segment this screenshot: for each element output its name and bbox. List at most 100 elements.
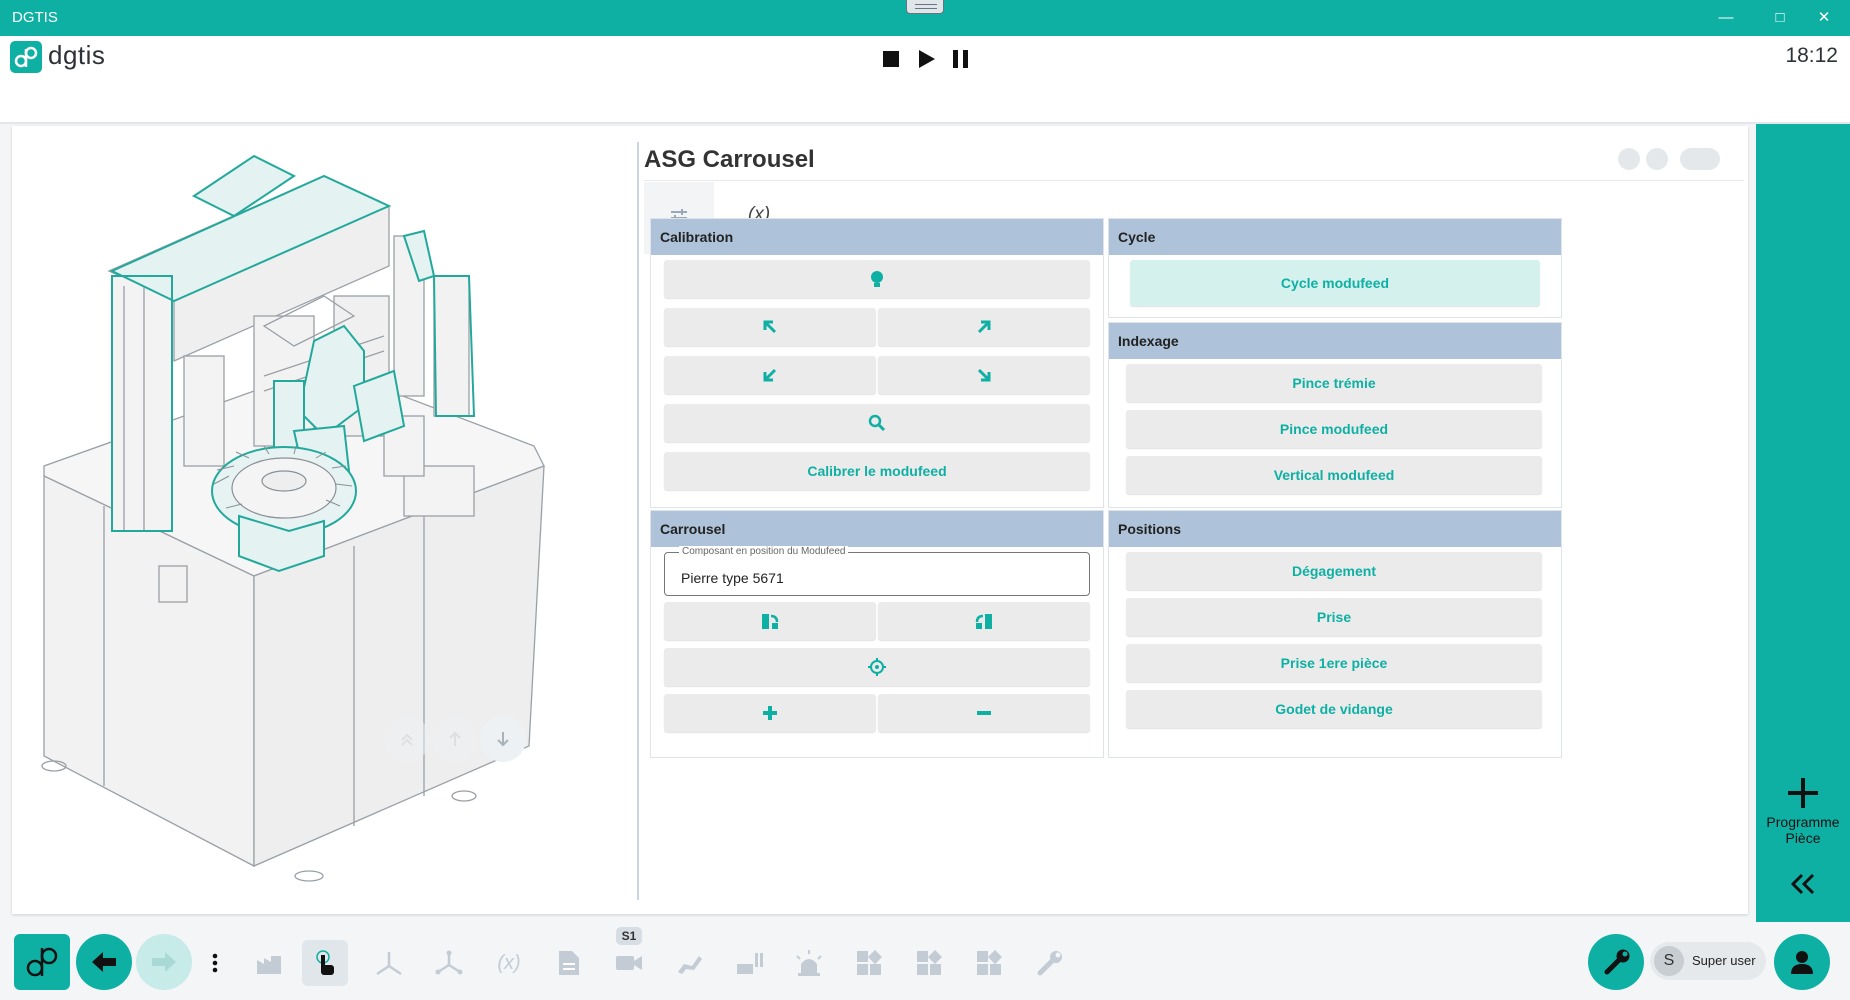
- minus-icon: [977, 711, 991, 715]
- stop-button[interactable]: [878, 46, 904, 72]
- arrow-down-left-icon: [763, 368, 777, 382]
- move-top-left-button[interactable]: [664, 308, 876, 346]
- component-position-label: Composant en position du Modufeed: [679, 546, 849, 557]
- variables-button[interactable]: (x): [497, 951, 521, 974]
- pince-modufeed-button[interactable]: Pince modufeed: [1126, 410, 1542, 448]
- add-program-button[interactable]: [1786, 776, 1820, 810]
- bottom-toolbar: (x) S1 S Super user: [0, 922, 1850, 1000]
- settings-toggle[interactable]: [1680, 148, 1720, 170]
- home-logo-button[interactable]: [14, 934, 70, 990]
- clock: 18:12: [1785, 44, 1838, 67]
- window-titlebar: DGTIS — □ ✕: [0, 0, 1850, 36]
- maximize-button[interactable]: □: [1775, 9, 1785, 26]
- touch-mode-button[interactable]: [302, 940, 348, 986]
- play-button[interactable]: [913, 46, 939, 72]
- document-icon: [559, 951, 579, 975]
- edit-pencil-icon[interactable]: [1646, 148, 1668, 170]
- modules-button-1[interactable]: [850, 944, 888, 982]
- widgets-icon: [917, 950, 942, 975]
- axes-3d-button[interactable]: [430, 944, 468, 982]
- alarm-light-icon: [796, 950, 822, 976]
- light-button[interactable]: [664, 260, 1090, 298]
- search-button[interactable]: [664, 404, 1090, 442]
- arrow-left-icon: [92, 952, 116, 972]
- alarm-button[interactable]: [790, 944, 828, 982]
- wrench-icon: [1604, 949, 1630, 975]
- move-bottom-right-button[interactable]: [878, 356, 1090, 394]
- degagement-button[interactable]: Dégagement: [1126, 552, 1542, 590]
- collapse-sidebar-button[interactable]: [1788, 872, 1818, 896]
- godet-vidange-button[interactable]: Godet de vidange: [1126, 690, 1542, 728]
- widgets-icon: [857, 950, 882, 975]
- user-chip[interactable]: S Super user: [1650, 942, 1766, 980]
- component-position-value: Pierre type 5671: [681, 570, 784, 586]
- close-button[interactable]: ✕: [1817, 9, 1831, 26]
- more-vertical-icon: [212, 953, 218, 973]
- drag-handle[interactable]: [906, 0, 944, 14]
- minimize-button[interactable]: —: [1718, 9, 1734, 26]
- arrow-down-button[interactable]: [480, 716, 526, 762]
- widgets-icon: [977, 950, 1002, 975]
- vertical-modufeed-button[interactable]: Vertical modufeed: [1126, 456, 1542, 494]
- modules-button-3[interactable]: [970, 944, 1008, 982]
- maintenance-button[interactable]: [1588, 934, 1644, 990]
- cycle-modufeed-button[interactable]: Cycle modufeed: [1130, 260, 1540, 306]
- back-button[interactable]: [76, 934, 132, 990]
- rotate-right-icon: [975, 614, 992, 629]
- plus-icon: [1788, 778, 1818, 808]
- camera-button[interactable]: [610, 944, 648, 982]
- axes-icon: [376, 952, 402, 976]
- move-up-double-button[interactable]: [384, 716, 430, 762]
- forward-button[interactable]: [136, 934, 192, 990]
- arrow-up-icon[interactable]: [1618, 148, 1640, 170]
- panel-divider: [637, 142, 639, 900]
- machine-3d-view[interactable]: [24, 136, 644, 906]
- calibrate-modufeed-button[interactable]: Calibrer le modufeed: [664, 452, 1090, 490]
- app-header: dgtis 18:12: [0, 36, 1850, 124]
- minus-button[interactable]: [878, 694, 1090, 732]
- rotate-right-button[interactable]: [878, 602, 1090, 640]
- arrow-up-left-icon: [763, 320, 777, 334]
- rotate-left-button[interactable]: [664, 602, 876, 640]
- user-name: Super user: [1692, 953, 1756, 968]
- robot-arm-icon: [678, 956, 702, 974]
- program-label-line2: Pièce: [1785, 830, 1821, 846]
- move-bottom-left-button[interactable]: [664, 356, 876, 394]
- arrow-up-button[interactable]: [432, 716, 478, 762]
- target-button[interactable]: [664, 648, 1090, 686]
- factory-button[interactable]: [250, 944, 288, 982]
- document-button[interactable]: [550, 944, 588, 982]
- title-divider: [644, 180, 1744, 181]
- arrow-up-right-icon: [977, 320, 991, 334]
- avatar: S: [1654, 946, 1684, 976]
- modules-button-2[interactable]: [910, 944, 948, 982]
- prise-first-piece-button[interactable]: Prise 1ere pièce: [1126, 644, 1542, 682]
- robot-arm-button[interactable]: [670, 944, 708, 982]
- more-menu-button[interactable]: [196, 944, 234, 982]
- camera-badge: S1: [616, 927, 642, 945]
- prise-button[interactable]: Prise: [1126, 598, 1542, 636]
- cycle-title: Cycle: [1109, 219, 1561, 255]
- account-button[interactable]: [1774, 934, 1830, 990]
- calibration-title: Calibration: [651, 219, 1103, 255]
- gripper-icon: [737, 953, 763, 974]
- person-icon: [1791, 951, 1813, 974]
- positions-title: Positions: [1109, 511, 1561, 547]
- gripper-button[interactable]: [730, 944, 768, 982]
- component-position-field: Composant en position du Modufeed Pierre…: [664, 546, 1090, 596]
- axes-2d-button[interactable]: [370, 944, 408, 982]
- plus-icon: [763, 706, 777, 720]
- arrow-down-right-icon: [977, 368, 991, 382]
- window-title: DGTIS: [12, 9, 58, 26]
- rotate-left-icon: [762, 614, 779, 629]
- tools-button[interactable]: [1030, 944, 1068, 982]
- dgtis-logo-icon: [26, 947, 58, 977]
- factory-icon: [257, 956, 281, 974]
- pause-button[interactable]: [948, 46, 974, 72]
- arrow-right-icon: [152, 952, 176, 972]
- wrench-icon: [1037, 951, 1062, 976]
- plus-button[interactable]: [664, 694, 876, 732]
- move-top-right-button[interactable]: [878, 308, 1090, 346]
- page-title: ASG Carrousel: [644, 146, 815, 173]
- pince-tremie-button[interactable]: Pince trémie: [1126, 364, 1542, 402]
